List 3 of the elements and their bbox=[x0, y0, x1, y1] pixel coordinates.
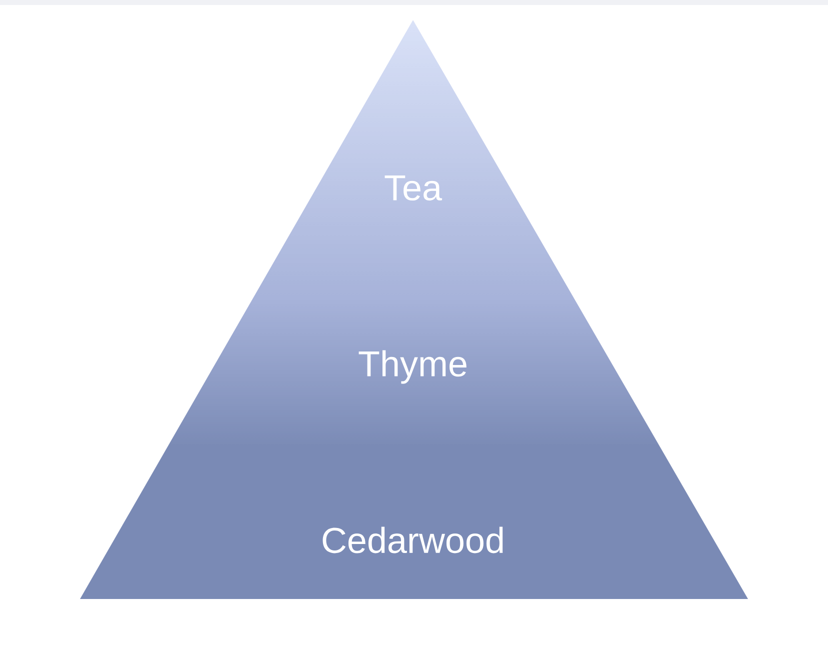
pyramid-label: Thyme bbox=[358, 350, 466, 384]
pyramid-label: Cedarwood bbox=[322, 526, 503, 554]
pyramid-label: Tea bbox=[384, 175, 442, 201]
